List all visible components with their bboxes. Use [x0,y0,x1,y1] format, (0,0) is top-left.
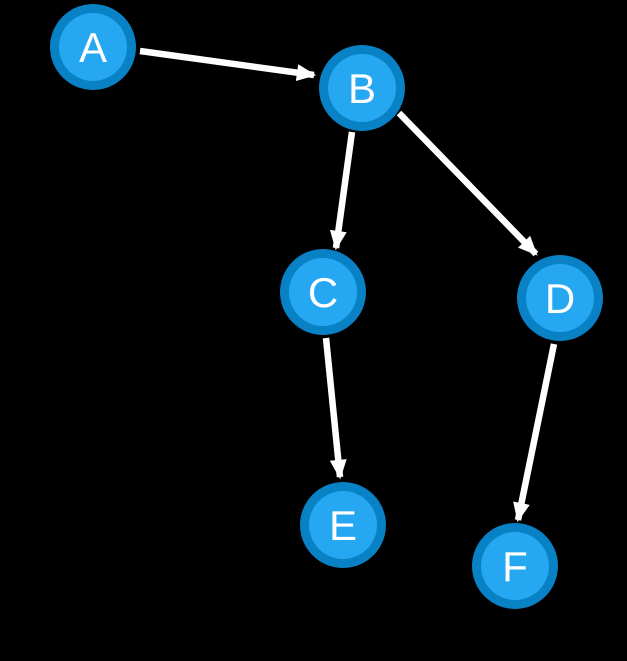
graph-node-A[interactable]: A [50,4,136,90]
graph-node-D[interactable]: D [517,255,603,341]
edges-layer [139,47,558,523]
edge-D-F [513,343,558,523]
edge-A-B [139,47,317,82]
node-body [309,491,377,559]
node-label: E [329,502,357,549]
node-label: F [502,543,528,590]
graph-node-B[interactable]: B [319,45,405,131]
nodes-layer: A B C D E F [50,4,603,609]
node-label: A [79,24,107,71]
graph-node-F[interactable]: F [472,523,558,609]
graph-node-E[interactable]: E [300,482,386,568]
edge-B-D [396,110,539,257]
node-body [289,258,357,326]
graph-node-C[interactable]: C [280,249,366,335]
node-body [59,13,127,81]
edge-C-E [322,337,347,480]
node-body [481,532,549,600]
node-label: B [348,65,376,112]
node-body [526,264,594,332]
edge-B-C [329,131,356,251]
node-label: C [308,269,338,316]
node-label: D [545,275,575,322]
node-body [328,54,396,122]
